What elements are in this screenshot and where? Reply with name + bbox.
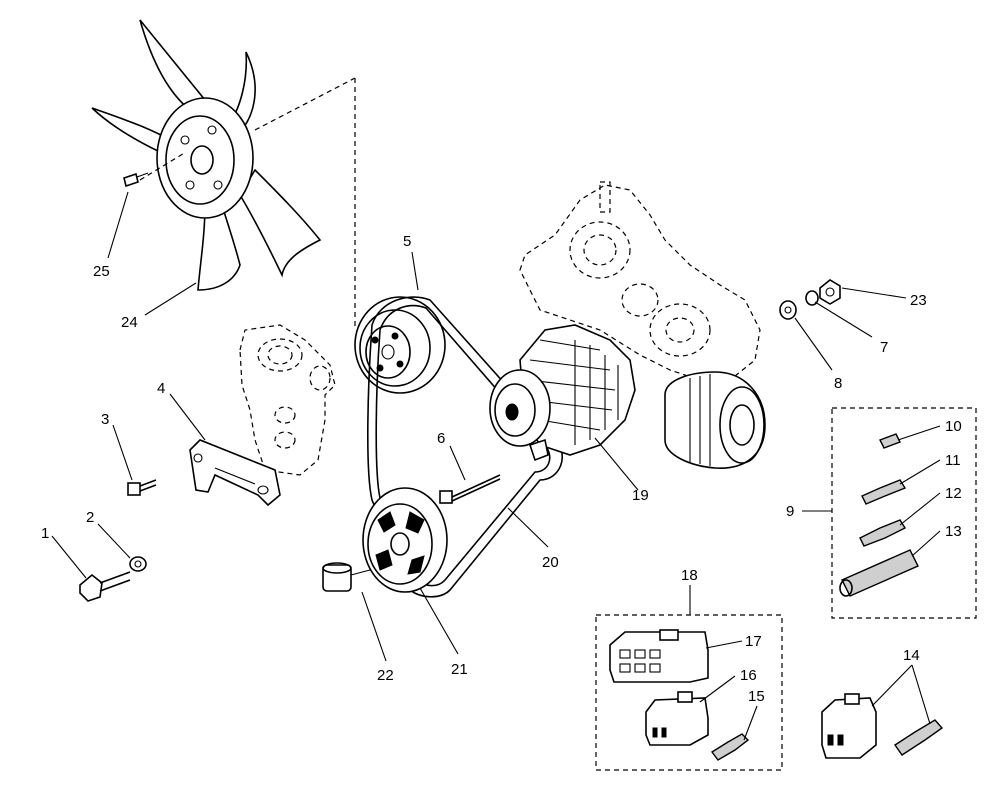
spring-washer (805, 290, 819, 306)
connector-14 (821, 693, 877, 759)
adjusting-bolt (79, 571, 131, 602)
terminal-kit (831, 407, 977, 619)
reference-line (254, 77, 356, 131)
cooling-fan (91, 19, 322, 291)
callout-22: 22 (377, 667, 394, 684)
callout-12: 12 (945, 485, 962, 502)
water-pump-housing (239, 324, 336, 476)
callout-9: 9 (786, 503, 794, 520)
callout-24: 24 (121, 314, 138, 331)
callout-3: 3 (101, 411, 109, 428)
v-belt (367, 296, 564, 598)
callout-13: 13 (945, 523, 962, 540)
callout-14: 14 (903, 647, 920, 664)
connector-kit (595, 614, 783, 771)
gear-case (519, 181, 761, 381)
callout-10: 10 (945, 418, 962, 435)
callout-16: 16 (740, 667, 757, 684)
alternator-bracket (189, 439, 281, 507)
callout-17: 17 (745, 633, 762, 650)
connector-16 (645, 691, 709, 746)
callout-18: 18 (681, 567, 698, 584)
callout-8: 8 (834, 375, 842, 392)
callout-25: 25 (93, 263, 110, 280)
callout-4: 4 (157, 380, 165, 397)
callout-1: 1 (41, 525, 49, 542)
crankshaft-bolt (322, 562, 371, 592)
callout-5: 5 (403, 233, 411, 250)
alternator (489, 324, 636, 462)
leader-lines (51, 191, 941, 741)
crankshaft-pulley (362, 487, 448, 593)
terminal-14 (894, 719, 944, 756)
bracket-bolt (127, 479, 157, 496)
callout-21: 21 (451, 661, 468, 678)
long-bolt (439, 474, 501, 504)
washer (129, 556, 147, 572)
callout-6: 6 (437, 430, 445, 447)
callout-labels: 1 2 3 4 5 6 7 8 9 10 11 12 13 14 15 16 1… (41, 233, 962, 705)
callout-11: 11 (945, 452, 961, 469)
callout-15: 15 (748, 688, 765, 705)
fan-bolt (123, 172, 149, 188)
callout-7: 7 (880, 339, 888, 356)
flat-washer (779, 300, 797, 320)
callout-2: 2 (86, 509, 94, 526)
connector-17 (609, 629, 709, 683)
callout-20: 20 (542, 554, 559, 571)
callout-19: 19 (632, 487, 649, 504)
callout-23: 23 (910, 292, 927, 309)
alternator-nut (819, 279, 841, 305)
oil-filter (664, 371, 766, 469)
terminal-15 (710, 733, 750, 761)
